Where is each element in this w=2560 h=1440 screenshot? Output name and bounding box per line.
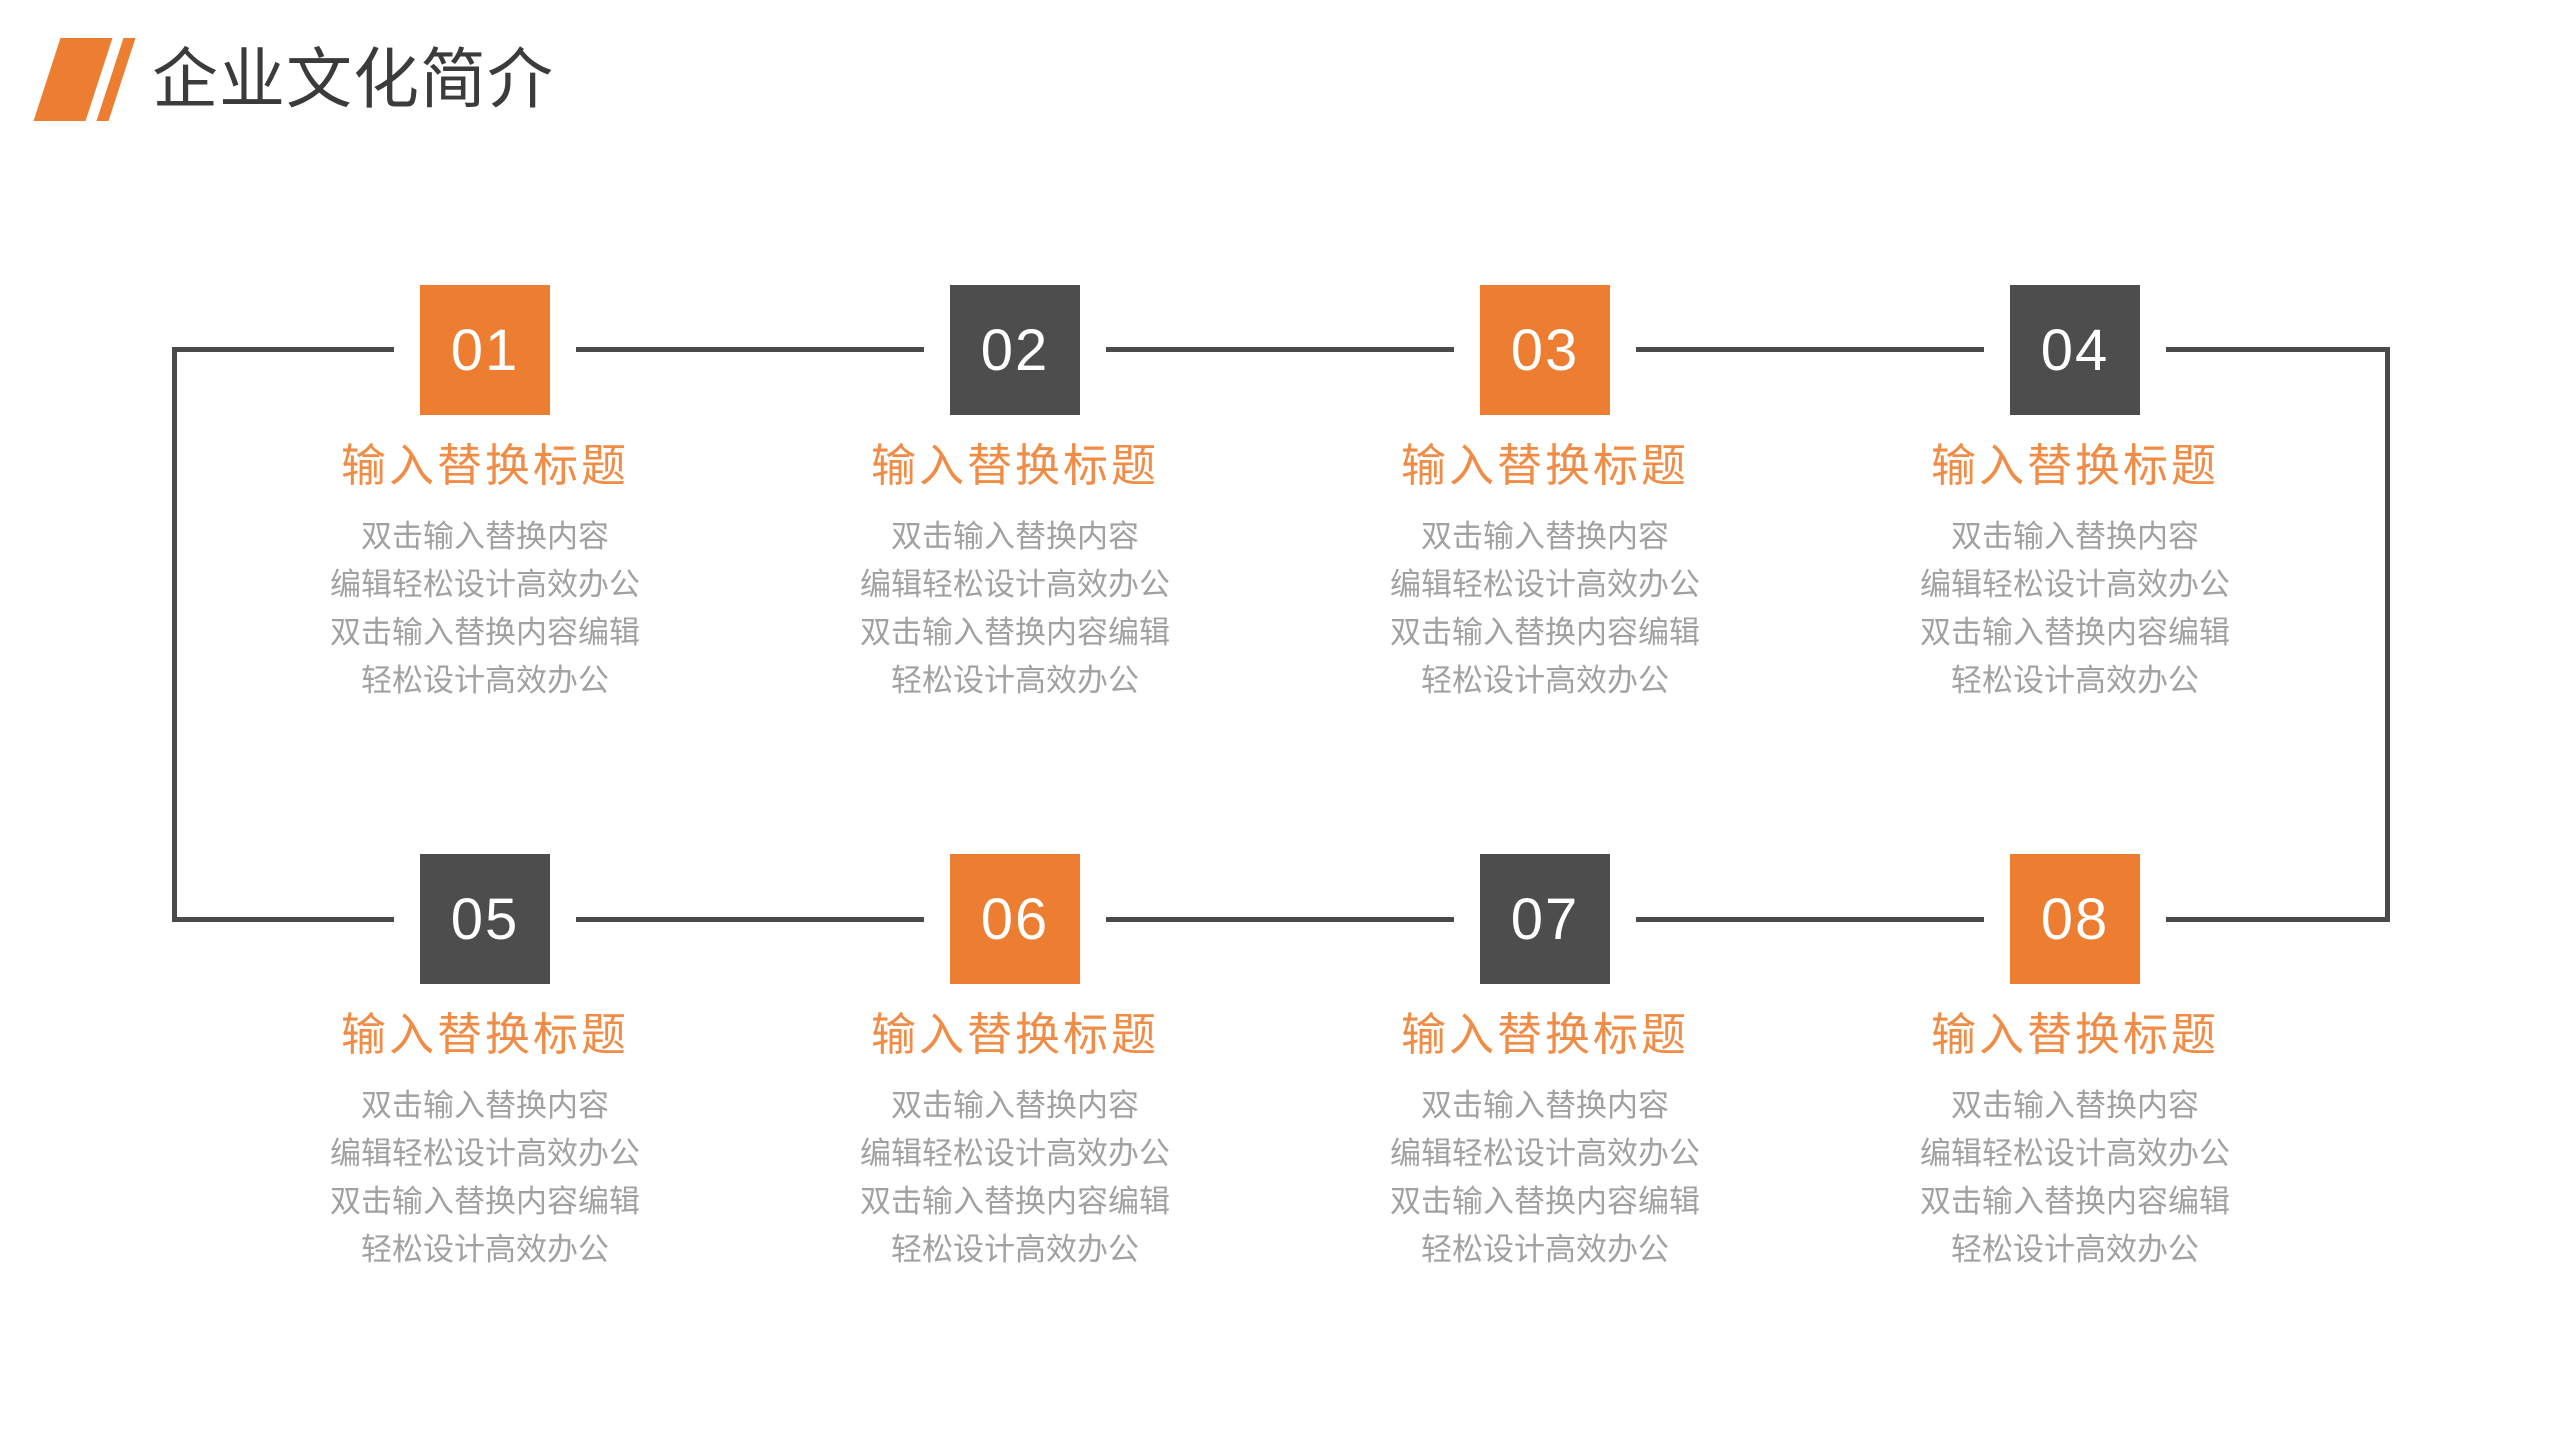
step-card-06: 06 输入替换标题 双击输入替换内容 编辑轻松设计高效办公 双击输入替换内容编辑…	[815, 854, 1215, 1274]
step-number: 08	[2040, 886, 2110, 952]
step-number-box: 01	[420, 285, 550, 415]
step-number: 05	[450, 886, 520, 952]
connector-row2-segment-4	[1636, 917, 1984, 922]
step-title: 输入替换标题	[1930, 1009, 2219, 1060]
step-number-box: 03	[1480, 285, 1610, 415]
connector-row2-segment-5	[2166, 917, 2390, 922]
connector-left-vertical	[172, 347, 177, 922]
connector-row1-segment-4	[1636, 347, 1984, 352]
step-card-04: 04 输入替换标题 双击输入替换内容 编辑轻松设计高效办公 双击输入替换内容编辑…	[1875, 285, 2275, 705]
slide-header: 企业文化简介	[33, 38, 554, 121]
step-card-07: 07 输入替换标题 双击输入替换内容 编辑轻松设计高效办公 双击输入替换内容编辑…	[1345, 854, 1745, 1274]
step-title: 输入替换标题	[870, 440, 1159, 491]
double-slash-icon	[33, 38, 136, 121]
step-number-box: 07	[1480, 854, 1610, 984]
connector-right-vertical	[2385, 347, 2390, 922]
step-body-text: 双击输入替换内容 编辑轻松设计高效办公 双击输入替换内容编辑 轻松设计高效办公	[330, 519, 640, 698]
step-number: 03	[1510, 317, 1580, 383]
step-number: 02	[980, 317, 1050, 383]
step-number-box: 06	[950, 854, 1080, 984]
step-number-box: 08	[2010, 854, 2140, 984]
step-card-01: 01 输入替换标题 双击输入替换内容 编辑轻松设计高效办公 双击输入替换内容编辑…	[285, 285, 685, 705]
step-body-text: 双击输入替换内容 编辑轻松设计高效办公 双击输入替换内容编辑 轻松设计高效办公	[1390, 1088, 1700, 1267]
step-title: 输入替换标题	[1400, 1009, 1689, 1060]
step-body-text: 双击输入替换内容 编辑轻松设计高效办公 双击输入替换内容编辑 轻松设计高效办公	[1390, 519, 1700, 698]
connector-row1-segment-5	[2166, 347, 2390, 352]
step-title: 输入替换标题	[340, 1009, 629, 1060]
step-title: 输入替换标题	[1400, 440, 1689, 491]
step-number: 07	[1510, 886, 1580, 952]
step-title: 输入替换标题	[340, 440, 629, 491]
step-title: 输入替换标题	[870, 1009, 1159, 1060]
step-number: 04	[2040, 317, 2110, 383]
step-body-text: 双击输入替换内容 编辑轻松设计高效办公 双击输入替换内容编辑 轻松设计高效办公	[1920, 519, 2230, 698]
step-number-box: 05	[420, 854, 550, 984]
connector-row2-segment-1	[172, 917, 394, 922]
step-body-text: 双击输入替换内容 编辑轻松设计高效办公 双击输入替换内容编辑 轻松设计高效办公	[1920, 1088, 2230, 1267]
connector-row2-segment-3	[1106, 917, 1454, 922]
step-number: 01	[450, 317, 520, 383]
step-card-02: 02 输入替换标题 双击输入替换内容 编辑轻松设计高效办公 双击输入替换内容编辑…	[815, 285, 1215, 705]
step-number: 06	[980, 886, 1050, 952]
page-title: 企业文化简介	[152, 42, 554, 116]
step-number-box: 04	[2010, 285, 2140, 415]
step-title: 输入替换标题	[1930, 440, 2219, 491]
connector-row1-segment-3	[1106, 347, 1454, 352]
connector-row2-segment-2	[576, 917, 924, 922]
connector-row1-segment-2	[576, 347, 924, 352]
step-card-03: 03 输入替换标题 双击输入替换内容 编辑轻松设计高效办公 双击输入替换内容编辑…	[1345, 285, 1745, 705]
step-card-05: 05 输入替换标题 双击输入替换内容 编辑轻松设计高效办公 双击输入替换内容编辑…	[285, 854, 685, 1274]
step-number-box: 02	[950, 285, 1080, 415]
connector-row1-segment-1	[172, 347, 394, 352]
step-card-08: 08 输入替换标题 双击输入替换内容 编辑轻松设计高效办公 双击输入替换内容编辑…	[1875, 854, 2275, 1274]
step-body-text: 双击输入替换内容 编辑轻松设计高效办公 双击输入替换内容编辑 轻松设计高效办公	[860, 519, 1170, 698]
step-body-text: 双击输入替换内容 编辑轻松设计高效办公 双击输入替换内容编辑 轻松设计高效办公	[860, 1088, 1170, 1267]
step-body-text: 双击输入替换内容 编辑轻松设计高效办公 双击输入替换内容编辑 轻松设计高效办公	[330, 1088, 640, 1267]
